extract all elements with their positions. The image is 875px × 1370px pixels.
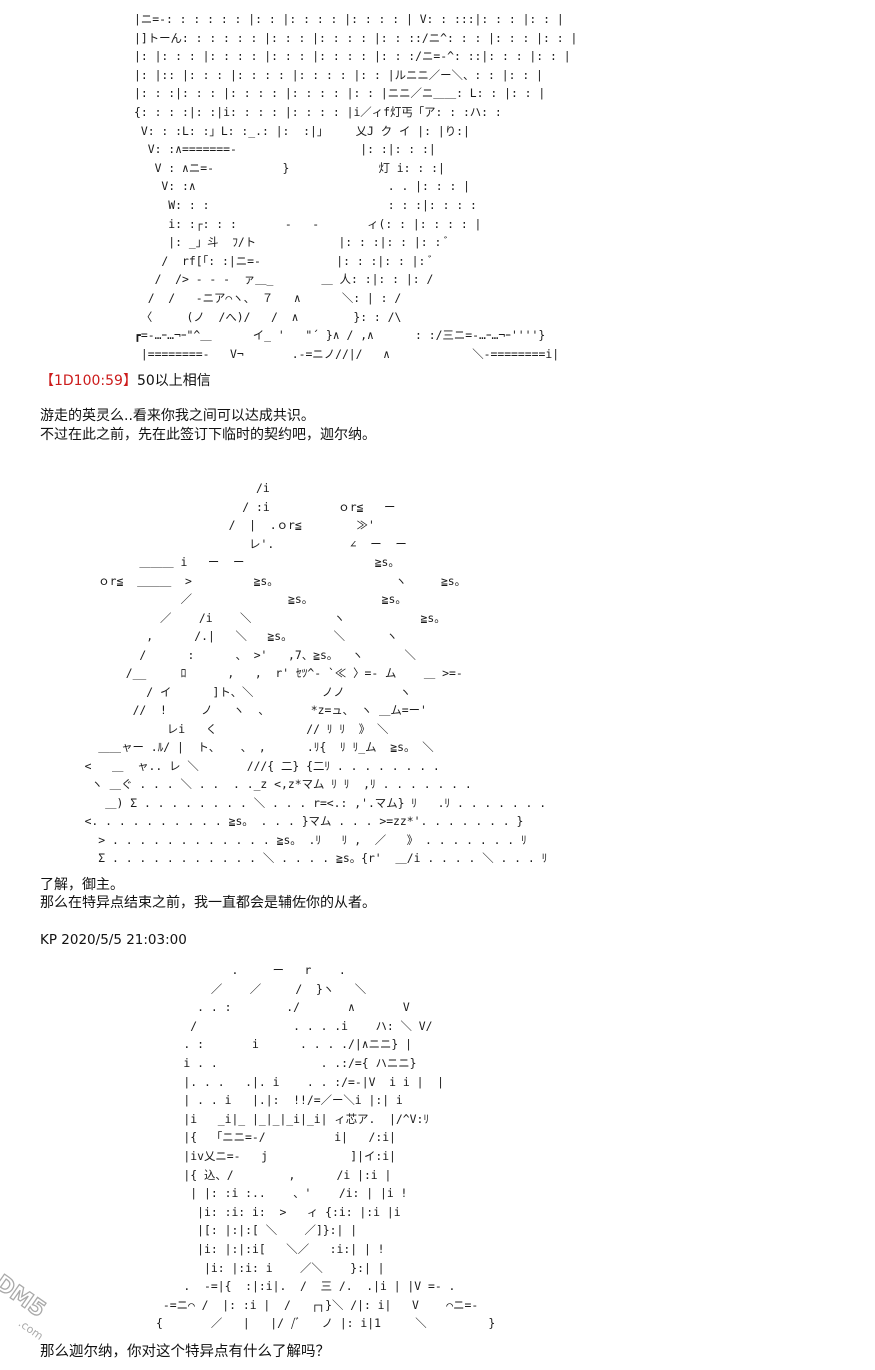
dialogue-line: 游走的英灵么..看来你我之间可以达成共识。 <box>40 408 315 424</box>
ascii-art-middle: /i / :i ｏr≦ ー / | .ｏr≦ ≫' レ'. ∠ ー ー ＿＿＿ … <box>84 481 548 865</box>
dice-result: 50以上相信 <box>136 373 211 389</box>
svg-text:.com: .com <box>16 1317 46 1343</box>
dialogue-line: 那么在特异点结束之前，我一直都会是辅佐你的从者。 <box>40 895 376 911</box>
dialogue-line: 了解，御主。 <box>40 877 124 893</box>
svg-text:DM5: DM5 <box>0 1271 50 1323</box>
dialogue-line: 不过在此之前，先在此签订下临时的契约吧，迦尔纳。 <box>40 427 376 443</box>
post-timestamp: KP 2020/5/5 21:03:00 <box>40 932 187 948</box>
ascii-art-bottom: . ー r . ／ ／ / }ヽ ＼ . . : ./ ∧ V / . . . … <box>156 963 496 1331</box>
dialogue-line: 那么迦尔纳，你对这个特异点有什么了解吗？ <box>40 1344 330 1360</box>
dice-roll-line: 【1D100:59】50以上相信 <box>40 372 211 390</box>
dice-tag: 【1D100:59】 <box>40 373 137 389</box>
ascii-art-top: |ニ=-: : : : : : |: : |: : : : |: : : : |… <box>134 12 578 361</box>
